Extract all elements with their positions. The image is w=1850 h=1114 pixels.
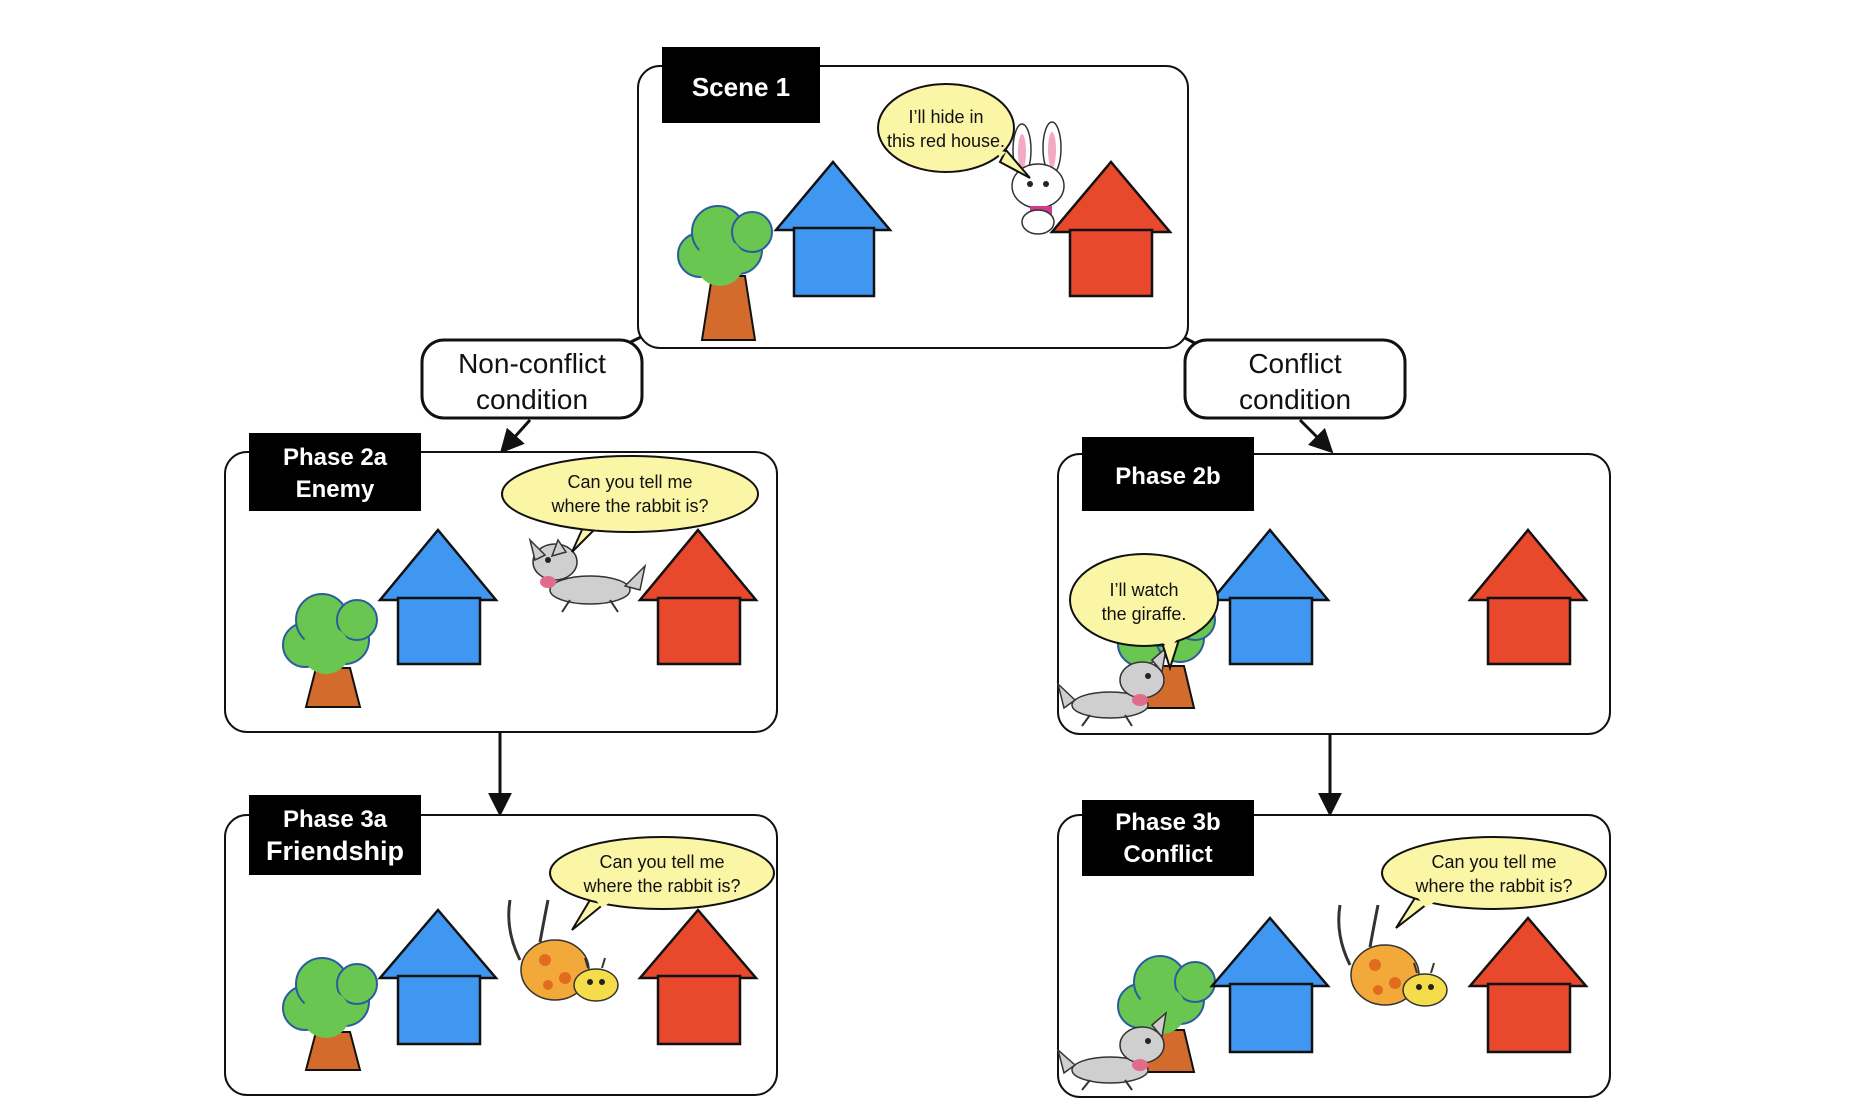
wolf-icon [1056,646,1168,727]
phase3b-bubble-line1: Can you tell me [1431,852,1556,872]
phase2a-title-box [249,433,421,511]
phase3a-title-box [249,795,421,875]
phase3b-title-box [1082,800,1254,876]
phase2a-title-line1: Phase 2a [283,444,388,471]
phase2b-speech-bubble: I’ll watch the giraffe. [1069,553,1219,672]
non-conflict-condition-label: Non-conflict condition [420,338,644,420]
phase2b-bubble-line1: I’ll watch [1109,580,1178,600]
red-house-icon [637,908,759,1046]
phase2a-panel: Phase 2a Enemy [224,433,778,733]
wolf-icon [528,537,647,613]
scene1-title: Scene 1 [692,72,790,102]
phase3b-title-line2: Conflict [1123,841,1212,868]
phase3b-panel: Phase 3b Conflict [1056,800,1611,1098]
scene1-panel: Scene 1 [637,47,1189,349]
blue-house-icon [1209,528,1331,666]
phase2a-bubble-line2: where the rabbit is? [550,496,708,516]
tree-icon [282,957,378,1071]
phase3a-bubble-line1: Can you tell me [599,852,724,872]
phase2b-title-line1: Phase 2b [1115,463,1220,490]
phase3a-bubble-line2: where the rabbit is? [582,876,740,896]
non-conflict-line1: Non-conflict [458,348,606,379]
tree-icon [282,593,378,708]
conflict-condition-label: Conflict condition [1183,338,1407,420]
red-house-icon [1049,160,1173,298]
phase2b-panel: Phase 2b [1056,437,1611,735]
blue-house-icon [377,908,499,1046]
phase3a-title-line2: Friendship [266,836,404,866]
non-conflict-line2: condition [476,384,588,415]
tree-icon [1117,955,1216,1073]
scene1-title-box [662,47,820,123]
red-house-icon [1467,528,1589,666]
connector-cond-to-phase2b [1298,418,1334,454]
blue-house-icon [377,528,499,666]
rabbit-icon [1011,121,1065,235]
red-house-icon [1467,916,1589,1054]
giraffe-icon [507,899,619,1002]
connector-noncond-to-phase2a [499,418,532,454]
phase3b-bubble-line2: where the rabbit is? [1414,876,1572,896]
phase3a-speech-bubble: Can you tell me where the rabbit is? [549,836,775,931]
red-house-icon [637,528,759,666]
phase3a-panel: Phase 3a Friendship [224,795,778,1096]
phase3b-title-line1: Phase 3b [1115,809,1220,836]
blue-house-icon [1209,916,1331,1054]
phase2b-bubble-line2: the giraffe. [1102,604,1187,624]
phase2a-speech-bubble: Can you tell me where the rabbit is? [501,455,759,553]
scene1-bubble-line2: this red house. [887,131,1005,151]
phase2a-bubble-line1: Can you tell me [567,472,692,492]
blue-house-icon [773,160,893,298]
giraffe-icon [1337,904,1448,1007]
phase3a-title-line1: Phase 3a [283,806,388,833]
wolf-icon [1056,1011,1168,1091]
scene1-bubble-line1: I’ll hide in [908,107,983,127]
scene1-speech-bubble: I’ll hide in this red house. [877,83,1031,179]
phase2b-title-box [1082,437,1254,511]
phase3b-speech-bubble: Can you tell me where the rabbit is? [1381,836,1607,929]
phase2a-title-line2: Enemy [296,476,375,503]
tree-icon [677,205,773,341]
conflict-line2: condition [1239,384,1351,415]
conflict-line1: Conflict [1248,348,1342,379]
